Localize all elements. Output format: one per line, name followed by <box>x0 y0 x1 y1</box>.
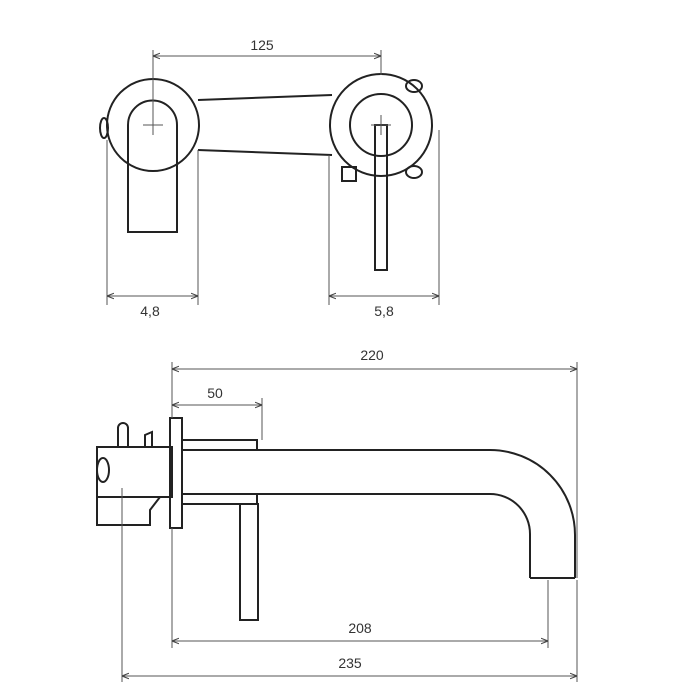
spout <box>181 439 576 579</box>
dimension-50: 50 <box>172 385 263 440</box>
top-view: 125 4,8 5,8 <box>99 37 440 319</box>
dimension-label-208: 208 <box>348 620 372 636</box>
side-view: 220 50 208 235 <box>96 347 578 682</box>
dimension-label-235: 235 <box>338 655 362 671</box>
connection-body <box>197 94 333 156</box>
dimension-label-50: 50 <box>207 385 223 401</box>
dimension-4-8: 4,8 <box>106 140 199 319</box>
dimension-label-5-8: 5,8 <box>374 303 394 319</box>
valve-body <box>96 417 183 529</box>
dimension-220: 220 <box>171 347 578 578</box>
left-rosette <box>99 78 200 233</box>
dimension-125: 125 <box>152 37 382 115</box>
dimension-label-220: 220 <box>360 347 384 363</box>
right-rosette <box>329 73 433 271</box>
dimension-label-4-8: 4,8 <box>140 303 160 319</box>
dimension-5-8: 5,8 <box>328 130 440 319</box>
dimension-235: 235 <box>121 488 578 682</box>
dimension-208: 208 <box>171 528 549 648</box>
dimension-label-125: 125 <box>250 37 274 53</box>
lever-handle <box>239 503 259 621</box>
